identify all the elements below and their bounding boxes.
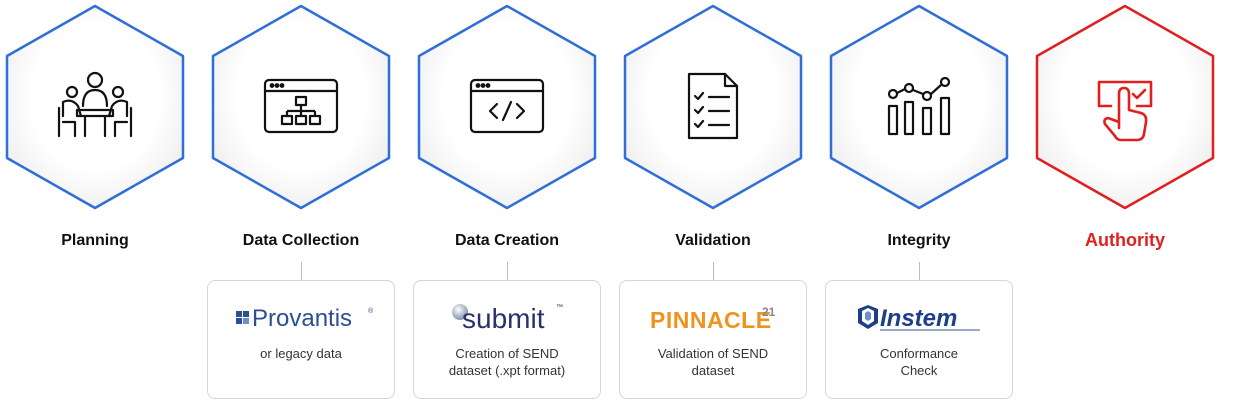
checklist-document-icon [687,72,739,140]
step-label: Data Collection [242,232,360,249]
hexagon-frame [417,4,597,210]
hexagon-frame [829,4,1009,210]
card-instem: Instem Conformance Check [825,280,1013,399]
code-window-icon [469,78,545,134]
connector-line [301,262,302,280]
connector-line [919,262,920,280]
card-submit: submit ™ Creation of SEND dataset (.xpt … [413,280,601,399]
instem-logo: Instem [826,299,1012,335]
bar-line-chart-icon [887,76,951,136]
pinnacle21-logo: PINNACLE 21 [620,299,806,335]
card-provantis: Provantis ® or legacy data [207,280,395,399]
logo-mark: 21 [762,305,776,319]
provantis-logo: Provantis ® [208,299,394,335]
step-authority: Authority [1025,0,1225,260]
step-label: Planning [61,232,129,249]
hexagon-frame-accent [1035,4,1215,210]
hierarchy-window-icon [263,78,339,134]
logo-mark: ™ [556,304,563,311]
card-pinnacle21: PINNACLE 21 Validation of SEND dataset [619,280,807,399]
step-integrity: Integrity [819,0,1019,260]
hand-pointer-check-icon [1097,80,1153,142]
team-meeting-icon [57,71,133,138]
connector-line [713,262,714,280]
logo-wordmark: Provantis [252,305,352,332]
step-validation: Validation [613,0,813,260]
logo-mark: ® [368,307,374,315]
connector-line [507,262,508,280]
card-description: Conformance Check [879,346,959,378]
step-label: Validation [675,232,751,249]
submit-logo: submit ™ [414,299,600,335]
logo-wordmark: Instem [880,305,957,332]
hexagon-frame [5,4,185,210]
step-label-accent: Authority [1085,230,1165,250]
step-data-collection: Data Collection [201,0,401,260]
logo-wordmark: PINNACLE [650,307,772,333]
card-description: Creation of SEND dataset (.xpt format) [448,346,566,378]
card-description: or legacy data [260,346,342,361]
hexagon-frame [623,4,803,210]
step-label: Data Creation [454,232,560,249]
card-description: Validation of SEND dataset [657,346,769,378]
step-label: Integrity [887,232,951,249]
logo-wordmark: submit [462,303,545,334]
step-data-creation: Data Creation [407,0,607,260]
step-planning: Planning [0,0,195,260]
